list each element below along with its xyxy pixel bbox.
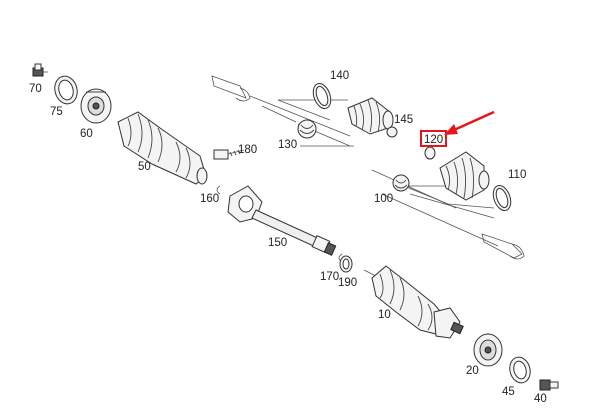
callout-130: 130: [278, 139, 297, 151]
callout-100: 100: [374, 193, 393, 205]
callout-170: 170: [320, 271, 339, 283]
callout-180: 180: [238, 144, 257, 156]
upper-shaft-segment: [211, 75, 351, 137]
part-50-boot: [117, 111, 208, 185]
part-140-ring: [312, 82, 332, 110]
callout-150: 150: [268, 237, 287, 249]
callout-40: 40: [534, 393, 547, 405]
callout-110: 110: [508, 169, 526, 181]
part-75-gasket: [54, 75, 78, 105]
part-40-bolt: [539, 379, 559, 391]
callout-190: 190: [338, 277, 357, 289]
callout-labels: 70 75 60 50 180 160 150 170 190 10 20 45…: [29, 70, 547, 405]
part-190-ring: [339, 255, 353, 273]
part-110-ring: [492, 184, 512, 212]
lower-shaft-segment: [371, 169, 525, 260]
callout-120: 120: [424, 134, 443, 146]
part-100-clamp: [392, 174, 410, 192]
highlight-box: [420, 130, 447, 147]
part-20-hub: [473, 333, 503, 367]
part-160-clip: [216, 185, 221, 195]
part-60-joint: [80, 88, 112, 124]
callout-70: 70: [29, 83, 42, 95]
callout-50: 50: [138, 161, 151, 173]
callout-75: 75: [50, 106, 63, 118]
part-130-clamp: [297, 119, 317, 139]
callout-140: 140: [330, 70, 349, 82]
callout-60: 60: [80, 128, 93, 140]
part-45-washer: [509, 356, 531, 384]
highlighted-callout-120: 120: [420, 130, 447, 147]
part-10-joint: [363, 265, 464, 339]
callout-45: 45: [502, 386, 515, 398]
part-150-shaft: [227, 185, 337, 256]
callout-20: 20: [466, 365, 479, 377]
part-145-boot: [347, 97, 398, 138]
part-180-bolt: [213, 149, 245, 160]
callout-10: 10: [378, 309, 391, 321]
callout-160: 160: [200, 193, 219, 205]
callout-145: 145: [394, 114, 413, 126]
red-arrow-icon: [444, 110, 495, 135]
part-120-ring: [424, 146, 436, 160]
part-110-boot: [439, 151, 490, 201]
part-70-bolt: [32, 63, 48, 77]
